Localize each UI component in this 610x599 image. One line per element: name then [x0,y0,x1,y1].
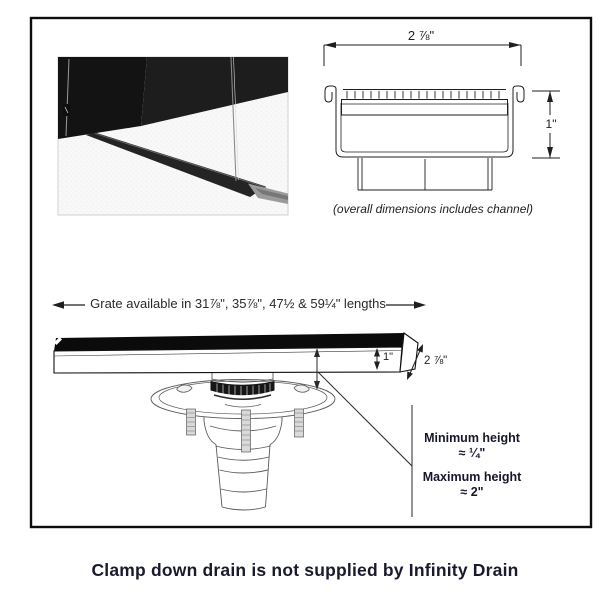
minmax-arrowhead-up [314,348,320,357]
height-dimension [532,90,560,159]
glass-clip-highlight [64,106,69,114]
cross-section-caption: (overall dimensions includes channel) [332,202,534,216]
bolt-left [186,408,196,436]
channel-3d-bar [53,332,423,380]
minmax-arrowhead-down [314,381,320,390]
drain-highlight [94,133,267,188]
bolt-center [241,409,251,453]
flange-slot-arc [224,404,262,408]
arrowhead-right [509,42,521,48]
drain-grate-shadow [255,188,288,200]
bar-front-face [53,346,403,374]
footer-caption: Clamp down drain is not supplied by Infi… [91,560,519,580]
grate-frame [341,99,508,116]
drain-bolts [186,408,304,453]
glass-panel-line [230,56,237,182]
arrowhead-up [547,91,553,102]
bolt-right [294,408,304,438]
grate-ticks [343,89,506,100]
bar-top-grate-face [54,333,404,351]
height-annotation-lines [314,348,413,517]
arrowhead-left [324,42,336,48]
channel-inner-wall [340,103,509,153]
clamp-ring-segments [216,383,271,396]
bar-height-label: 1" [383,351,394,363]
cross-section-diagram [323,42,560,191]
width-dimension [323,42,522,66]
min-height-value: ≈ ¼" [458,446,486,460]
bar-end-face [399,332,419,373]
left-arrowhead [52,301,64,309]
bar-depth-label: 2 ⅞" [424,355,448,367]
bar-depth-dimension [407,344,423,380]
outlet-legs [357,158,493,191]
arrowhead-down [547,147,553,158]
drain-riser [211,372,274,383]
cross-section-width-label: 2 ⅞" [407,28,435,43]
right-hook [512,85,525,103]
cross-section-height-label: 1" [545,117,557,131]
clamp-wing-left [176,384,193,393]
leader-diagonal [317,371,413,467]
clamp-wing-right [293,384,310,393]
clamp-ring-band [210,381,275,396]
clamp-ring-underline [213,394,272,401]
left-hook [324,85,337,103]
right-arrowhead [414,301,426,309]
bar-height-dimension [374,348,380,370]
glass-left-line [65,58,70,137]
photo-wall-left [58,57,147,139]
min-height-label: Minimum height [424,431,520,445]
linear-drain-strip [86,132,266,197]
bar-corner-slash [54,337,62,345]
product-photo [57,56,289,216]
channel-outer-wall [335,89,514,158]
figure-border [29,16,593,529]
channel-profile [324,85,525,158]
clamp-drain-drawing [150,372,336,511]
max-height-value: ≈ 2" [460,485,484,499]
photo-wall-right [141,57,288,126]
grate-availability-text: Grate available in 31⅞", 35⅞", 47½ & 59¼… [90,296,386,311]
max-height-label: Maximum height [422,470,522,484]
availability-arrows [52,301,426,309]
bar-front-line [53,350,402,357]
glass-panel-line-2 [233,56,239,181]
